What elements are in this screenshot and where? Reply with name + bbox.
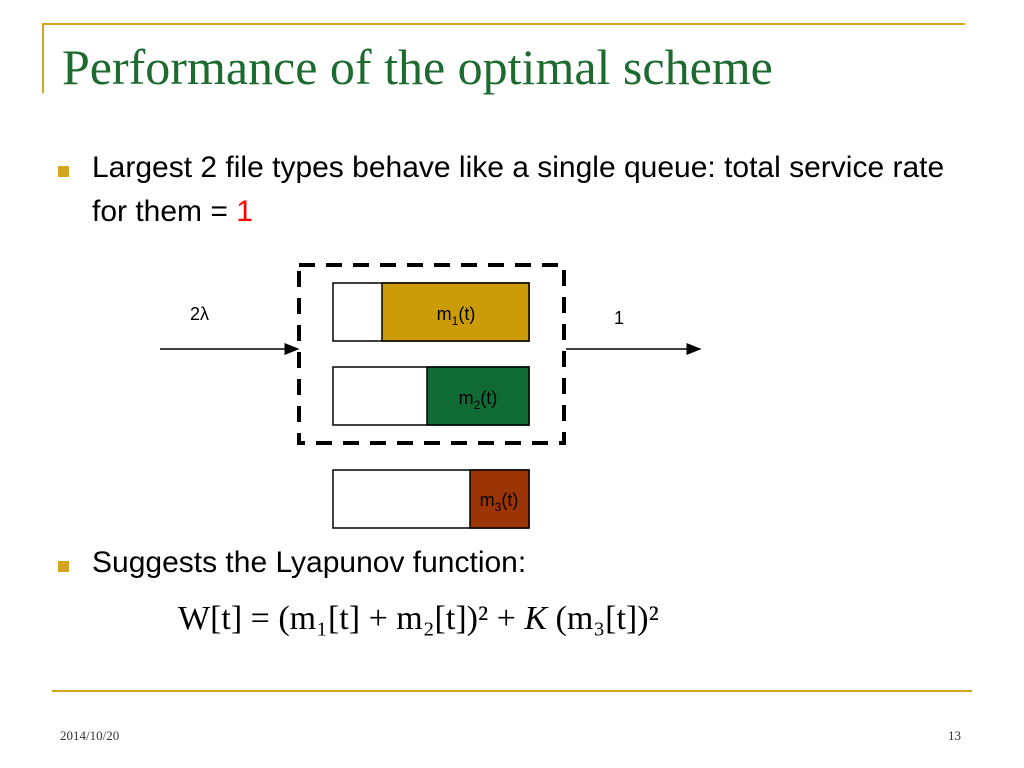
formula-term1: (m₁[t] + m₂[t])²: [278, 600, 489, 637]
bullet-1-text: Largest 2 file types behave like a singl…: [92, 151, 945, 228]
bullet-marker-2: [58, 561, 69, 572]
queue-1-fill: [381, 282, 530, 342]
frame-left-rule: [42, 23, 44, 93]
service-label: 1: [614, 308, 624, 328]
bullet-1: Largest 2 file types behave like a singl…: [92, 146, 972, 234]
frame-top-rule: [42, 23, 965, 25]
queue-1-label: m1(t): [437, 304, 476, 328]
footer-page-number: 13: [948, 728, 961, 743]
bullet-marker-1: [58, 166, 69, 177]
arrival-label: 2λ: [190, 304, 209, 324]
formula-coef: K: [524, 600, 548, 637]
formula-term2: (m₃[t])²: [547, 600, 659, 637]
formula-lhs: W[t] =: [178, 600, 279, 637]
slide-title: Performance of the optimal scheme: [62, 39, 773, 95]
footer-rule: [52, 690, 972, 692]
queue-2-label: m2(t): [459, 388, 498, 412]
queue-3-label: m3(t): [480, 490, 519, 514]
queue-3-fill: [469, 469, 530, 529]
formula-plus: +: [488, 600, 525, 637]
footer-date: 2014/10/20: [60, 728, 120, 743]
lyapunov-formula: W[t] = (m₁[t] + m₂[t])² + K (m₃[t])²: [178, 600, 659, 638]
bullet-1-highlight: 1: [236, 195, 253, 228]
queue-2-fill: [426, 366, 530, 426]
bullet-2: Suggests the Lyapunov function:: [92, 546, 527, 579]
